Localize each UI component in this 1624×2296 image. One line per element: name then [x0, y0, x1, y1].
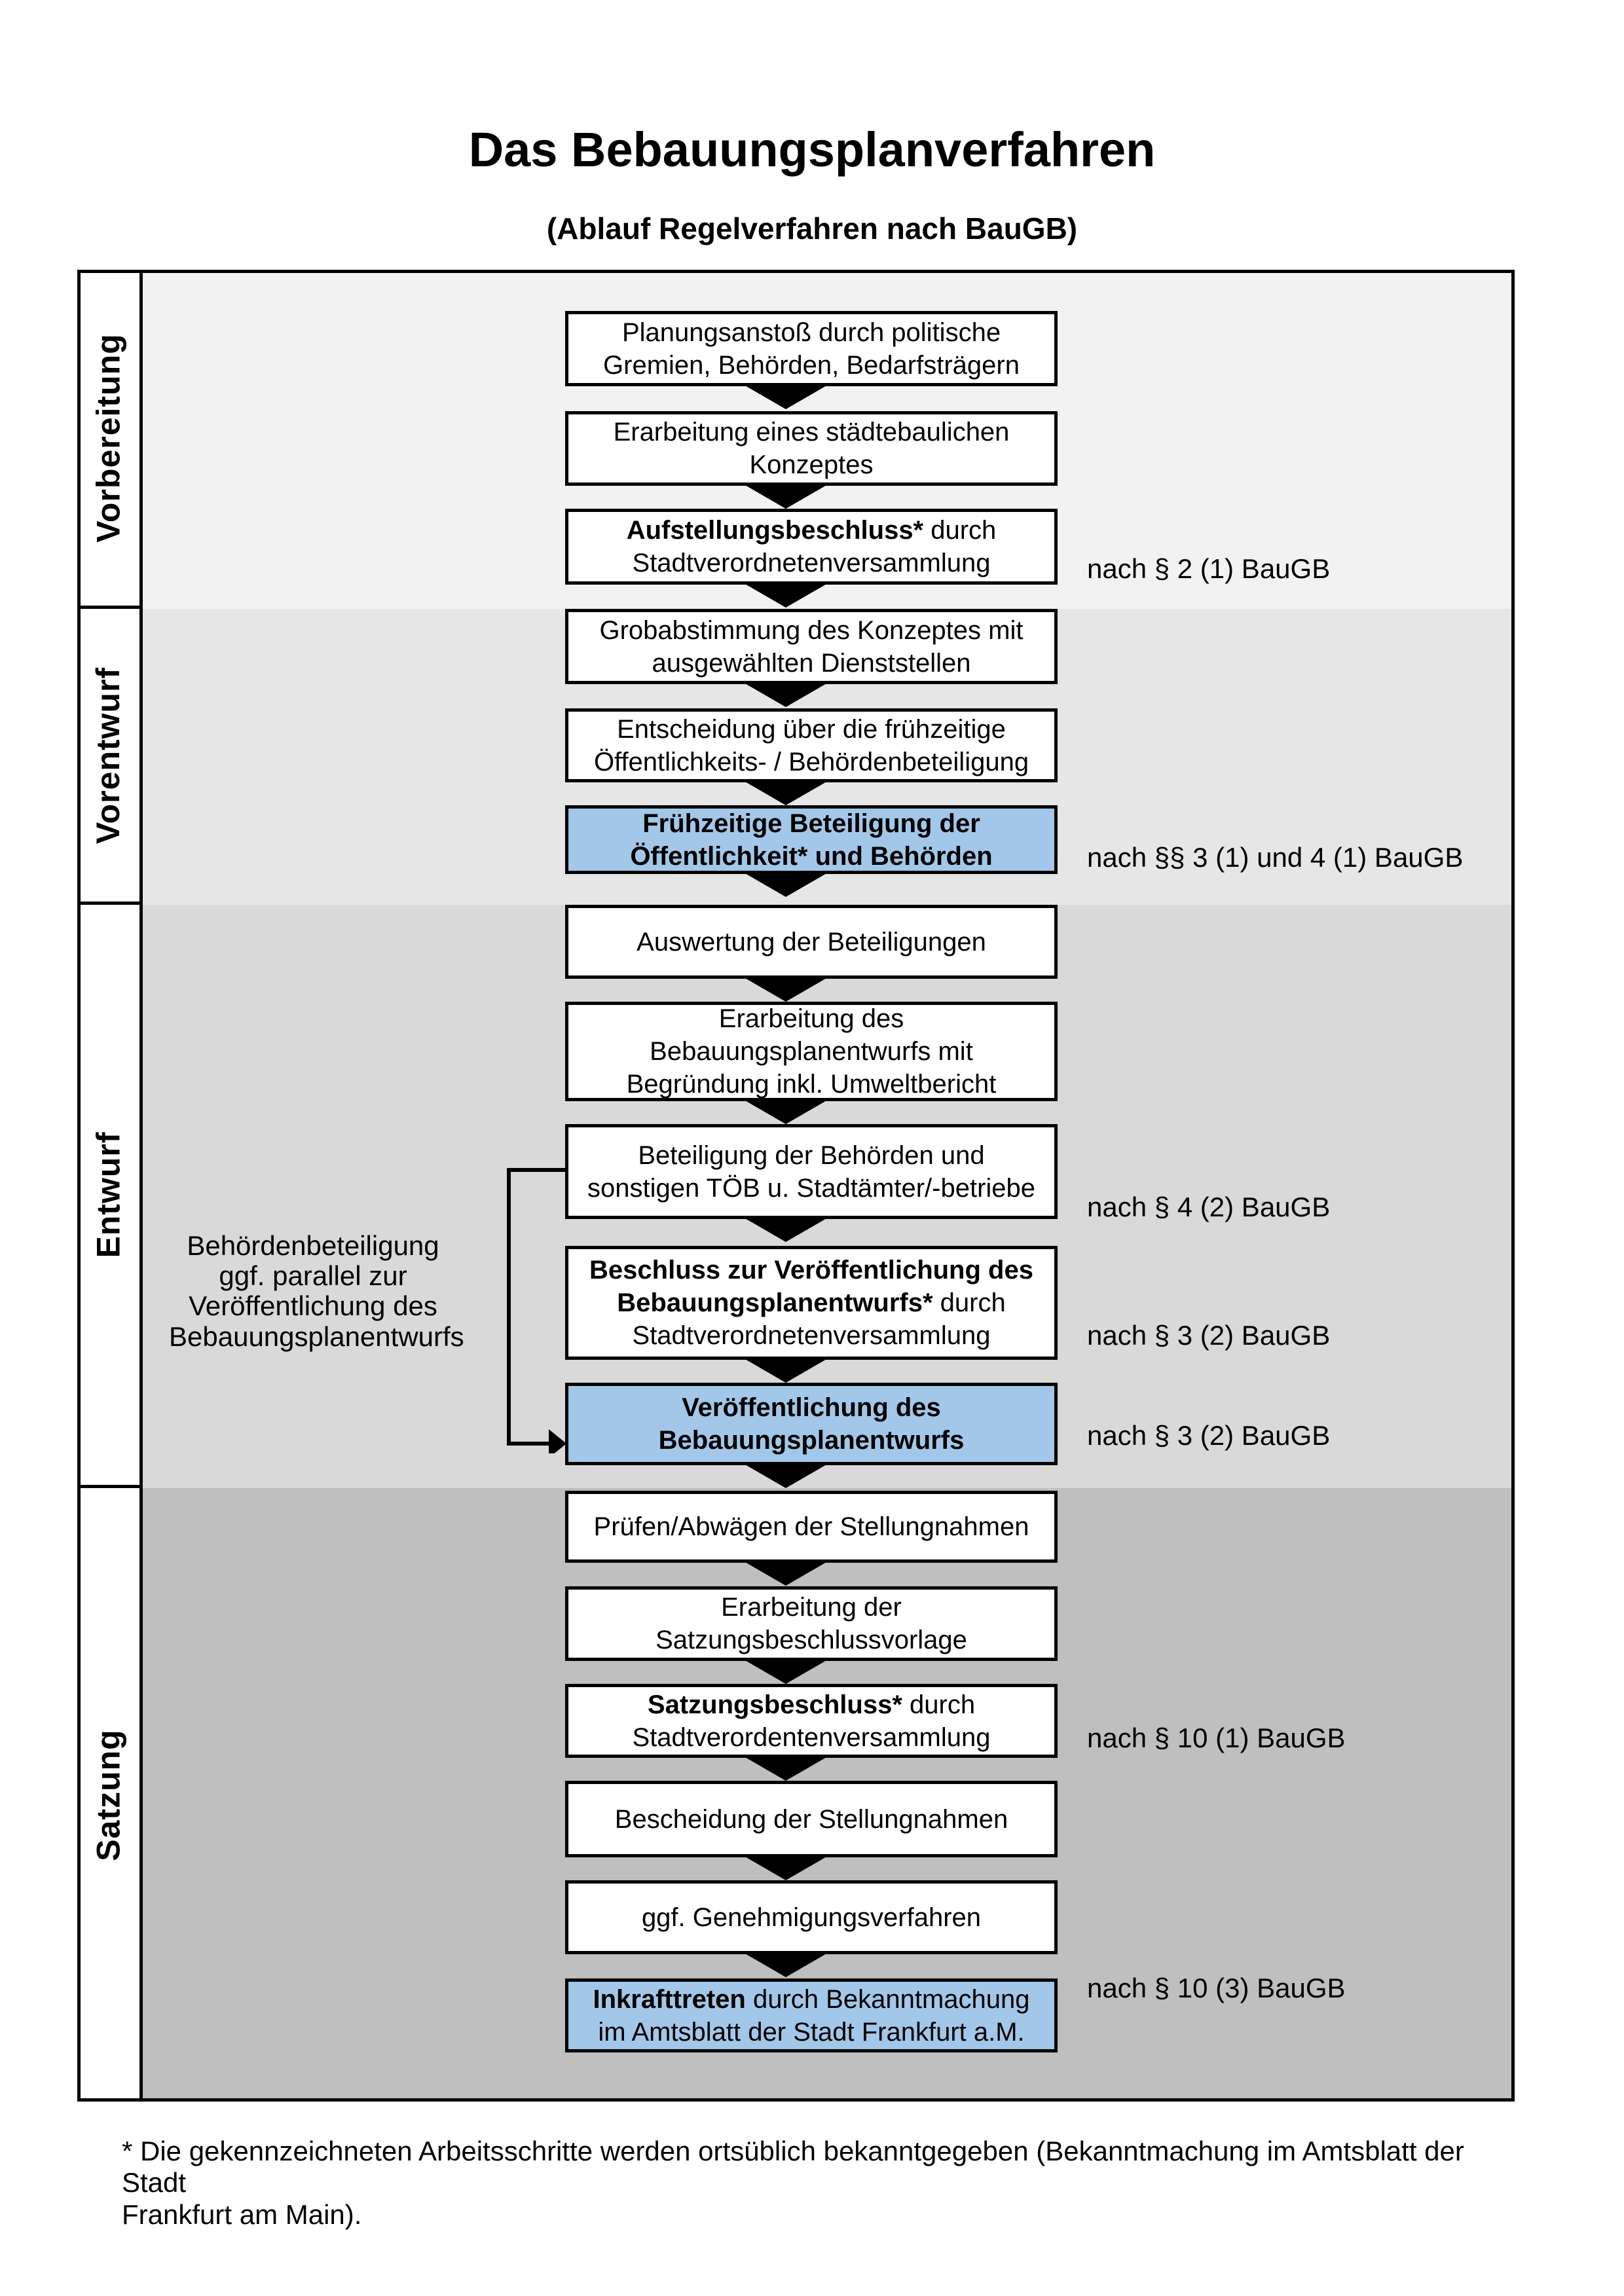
page-subtitle: (Ablauf Regelverfahren nach BauGB): [546, 211, 1078, 246]
flow-step-line: Öffentlichkeits- / Behördenbeteiligung: [593, 747, 1029, 776]
flow-arrow-4: [744, 683, 828, 707]
flow-step-line: Bescheidung der Stellungnahmen: [614, 1804, 1008, 1834]
flow-step-7: Auswertung der Beteiligungen: [565, 905, 1058, 979]
legal-reference-2: nach §§ 3 (1) und 4 (1) BauGB: [1087, 842, 1464, 873]
sidebar-cell-satzung: Satzung: [77, 1488, 143, 2102]
flow-arrow-15: [744, 1856, 828, 1880]
flow-step-12: Prüfen/Abwägen der Stellungnahmen: [565, 1491, 1058, 1563]
flow-step-line: Inkrafttreten durch Bekanntmachung: [593, 1984, 1030, 2014]
flow-arrow-16: [744, 1953, 828, 1977]
flow-step-line: ausgewählten Dienststellen: [652, 648, 971, 678]
flow-step-line: Stadtverordentenversammlung: [632, 1722, 991, 1752]
flow-step-line: Stadtverordnetenversammlung: [632, 1321, 991, 1350]
sidebar-label: Vorentwurf: [90, 666, 127, 844]
flow-step-line: Entscheidung über die frühzeitige: [617, 714, 1006, 744]
flow-step-line: Beschluss zur Veröffentlichung des: [589, 1256, 1033, 1285]
flowchart: Behördenbeteiligung ggf. parallel zur Ve…: [77, 270, 1515, 2102]
sidebar-label: Satzung: [90, 1728, 127, 1861]
parallel-process-note: Behördenbeteiligung ggf. parallel zur Ve…: [169, 1230, 464, 1352]
flow-step-line: Erarbeitung der: [721, 1593, 902, 1622]
flow-arrow-8: [744, 1100, 828, 1124]
flow-arrow-1: [744, 385, 828, 409]
flow-step-line: Planungsanstoß durch politische: [621, 318, 1001, 347]
flow-step-line: Öffentlichkeit* und Behörden: [630, 841, 993, 871]
sidebar-cell-entwurf: Entwurf: [77, 905, 143, 1488]
legal-reference-7: nach § 10 (3) BauGB: [1087, 1973, 1346, 2003]
flow-arrow-11: [744, 1464, 828, 1488]
flow-step-line: Prüfen/Abwägen der Stellungnahmen: [593, 1512, 1029, 1541]
flow-step-line: im Amtsblatt der Stadt Frankfurt a.M.: [598, 2017, 1025, 2047]
flow-step-line: Grobabstimmung des Konzeptes mit: [599, 615, 1024, 645]
flow-arrow-13: [744, 1660, 828, 1684]
legal-reference-3: nach § 4 (2) BauGB: [1087, 1192, 1331, 1222]
flow-step-line: Gremien, Behörden, Bedarfsträgern: [603, 350, 1020, 380]
legal-reference-1: nach § 2 (1) BauGB: [1087, 553, 1331, 584]
flow-step-line: Satzungsbeschlussvorlage: [655, 1626, 967, 1654]
flow-step-15: Bescheidung der Stellungnahmen: [565, 1781, 1058, 1857]
sidebar-label: Vorbereitung: [90, 333, 127, 543]
flow-step-line: Begründung inkl. Umweltbericht: [626, 1070, 997, 1099]
flow-arrow-10: [744, 1358, 828, 1383]
flow-step-line: Satzungsbeschluss* durch: [647, 1690, 976, 1719]
flow-step-line: Frühzeitige Beteiligung der: [642, 809, 980, 838]
flow-step-line: Konzeptes: [749, 450, 874, 479]
flow-step-line: Veröffentlichung des: [682, 1393, 941, 1422]
page-title: Das Bebauungsplanverfahren: [468, 122, 1156, 177]
flow-step-line: Auswertung der Beteiligungen: [637, 927, 986, 957]
flow-step-line: Erarbeitung eines städtebaulichen: [613, 418, 1010, 446]
flow-arrow-3: [744, 583, 828, 608]
flow-step-line: Beteiligung der Behörden und: [638, 1140, 985, 1170]
legal-reference-4: nach § 3 (2) BauGB: [1087, 1320, 1331, 1351]
flow-step-line: Bebauungsplanentwurfs* durch: [617, 1288, 1006, 1317]
flow-arrow-14: [744, 1757, 828, 1781]
sidebar-cell-vorentwurf: Vorentwurf: [77, 609, 143, 905]
flow-step-line: Erarbeitung des: [718, 1004, 904, 1033]
flow-arrow-2: [744, 484, 828, 509]
flow-step-line: sonstigen TÖB u. Stadtämter/-betriebe: [587, 1173, 1036, 1203]
flow-arrow-5: [744, 781, 828, 805]
flow-step-16: ggf. Genehmigungsverfahren: [565, 1880, 1058, 1954]
flow-step-line: Bebauungsplanentwurfs: [658, 1426, 965, 1455]
parallel-process-bracket-arrow: [507, 1168, 566, 1453]
legal-reference-6: nach § 10 (1) BauGB: [1087, 1722, 1346, 1753]
flow-arrow-9: [744, 1218, 828, 1242]
sidebar-cell-vorbereitung: Vorbereitung: [77, 270, 143, 609]
sidebar-label: Entwurf: [90, 1131, 127, 1258]
flow-arrow-7: [744, 977, 828, 1002]
footnote: * Die gekennzeichneten Arbeitsschritte w…: [122, 2136, 1464, 2230]
flow-arrow-6: [744, 873, 828, 897]
flow-step-line: Bebauungsplanentwurfs mit: [650, 1037, 973, 1066]
flow-arrow-12: [744, 1561, 828, 1586]
flow-step-line: Aufstellungsbeschluss* durch: [626, 516, 997, 545]
flow-step-line: Stadtverordnetenversammlung: [632, 549, 991, 577]
flow-step-line: ggf. Genehmigungsverfahren: [641, 1903, 982, 1932]
legal-reference-5: nach § 3 (2) BauGB: [1087, 1420, 1331, 1451]
